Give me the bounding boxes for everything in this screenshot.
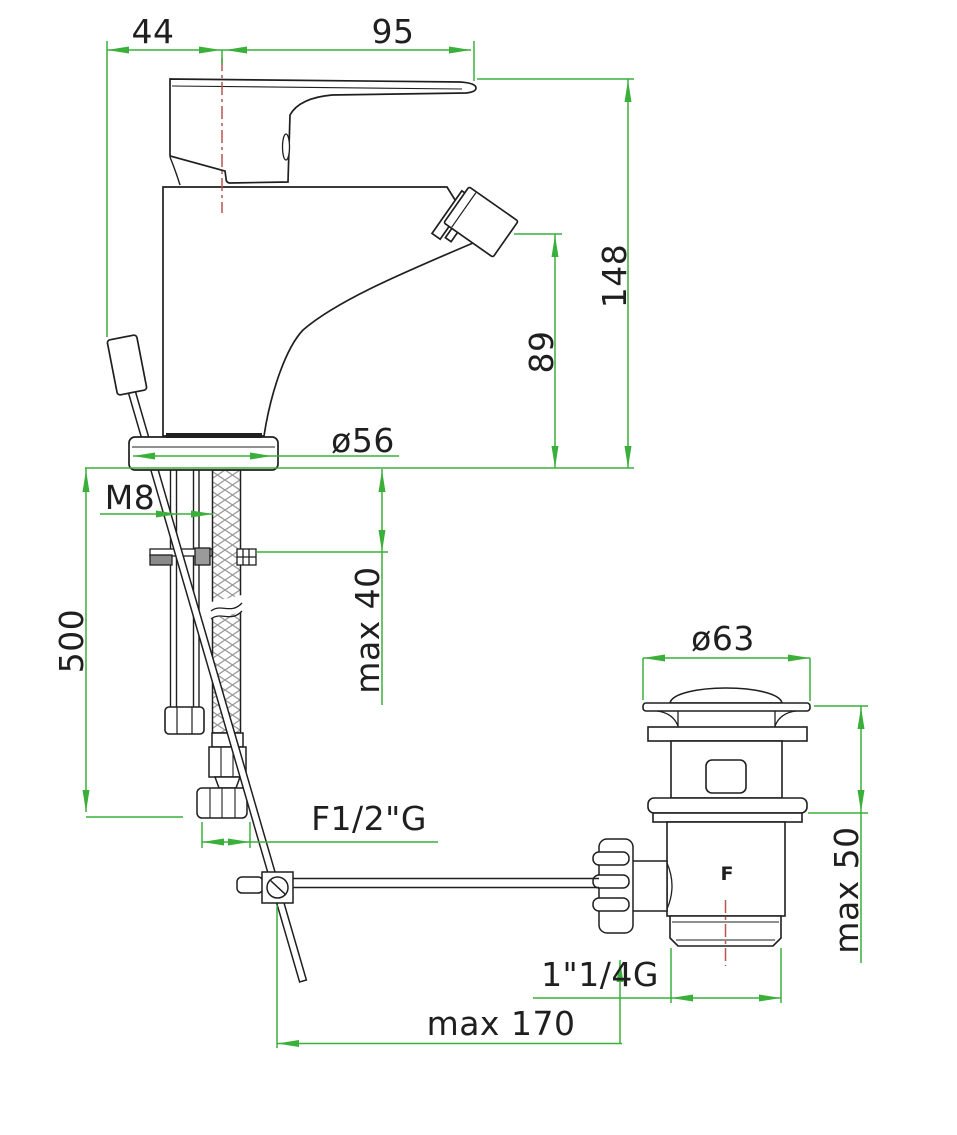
dimension-arrows <box>82 46 865 1047</box>
dim-max50-label: max 50 <box>827 826 866 953</box>
dim-148-label: 148 <box>595 244 634 309</box>
faucet-body <box>162 186 482 437</box>
faucet-handle <box>169 78 477 186</box>
aerator <box>430 186 519 258</box>
waste-plug-cap <box>669 687 783 704</box>
popup-lever-knob <box>106 334 148 396</box>
waste-overflow-window <box>705 759 747 794</box>
waste-upper-body <box>670 740 783 799</box>
inlet-thread-label: F1/2"G <box>311 799 427 838</box>
waste-marking-label: F <box>721 863 734 885</box>
centerlines <box>221 58 727 966</box>
dim-waste-diameter-label: ø63 <box>691 619 755 658</box>
waste-top-flange <box>642 702 811 712</box>
mounting-washer <box>149 547 257 566</box>
dim-89-label: 89 <box>522 331 561 374</box>
dimension-labels: 44 95 148 89 ø56 M8 max 40 500 F1/2"G ø6… <box>52 12 866 1043</box>
dim-95-label: 95 <box>372 12 415 51</box>
waste-seal-ring <box>652 812 803 823</box>
dim-500-label: 500 <box>52 609 91 674</box>
dim-max40-label: max 40 <box>348 566 387 693</box>
waste-thread-label: 1"1/4G <box>541 955 659 994</box>
dim-44-label: 44 <box>132 12 175 51</box>
dim-base-diameter-label: ø56 <box>331 421 395 460</box>
dim-max170-label: max 170 <box>427 1004 576 1043</box>
base-flange <box>128 433 279 471</box>
waste-lower-flange <box>647 797 808 814</box>
waste-upper-flange <box>647 726 808 742</box>
horizontal-rod <box>236 871 599 904</box>
supply-pipe <box>169 470 200 707</box>
handle-neck-detail <box>281 133 291 161</box>
rod-coupling <box>592 838 673 934</box>
body-base-joint <box>166 433 262 438</box>
supply-pipe-nut <box>164 706 205 735</box>
stud-thread-label: M8 <box>105 478 155 517</box>
hose-break <box>211 595 242 619</box>
popup-waste <box>592 687 811 947</box>
